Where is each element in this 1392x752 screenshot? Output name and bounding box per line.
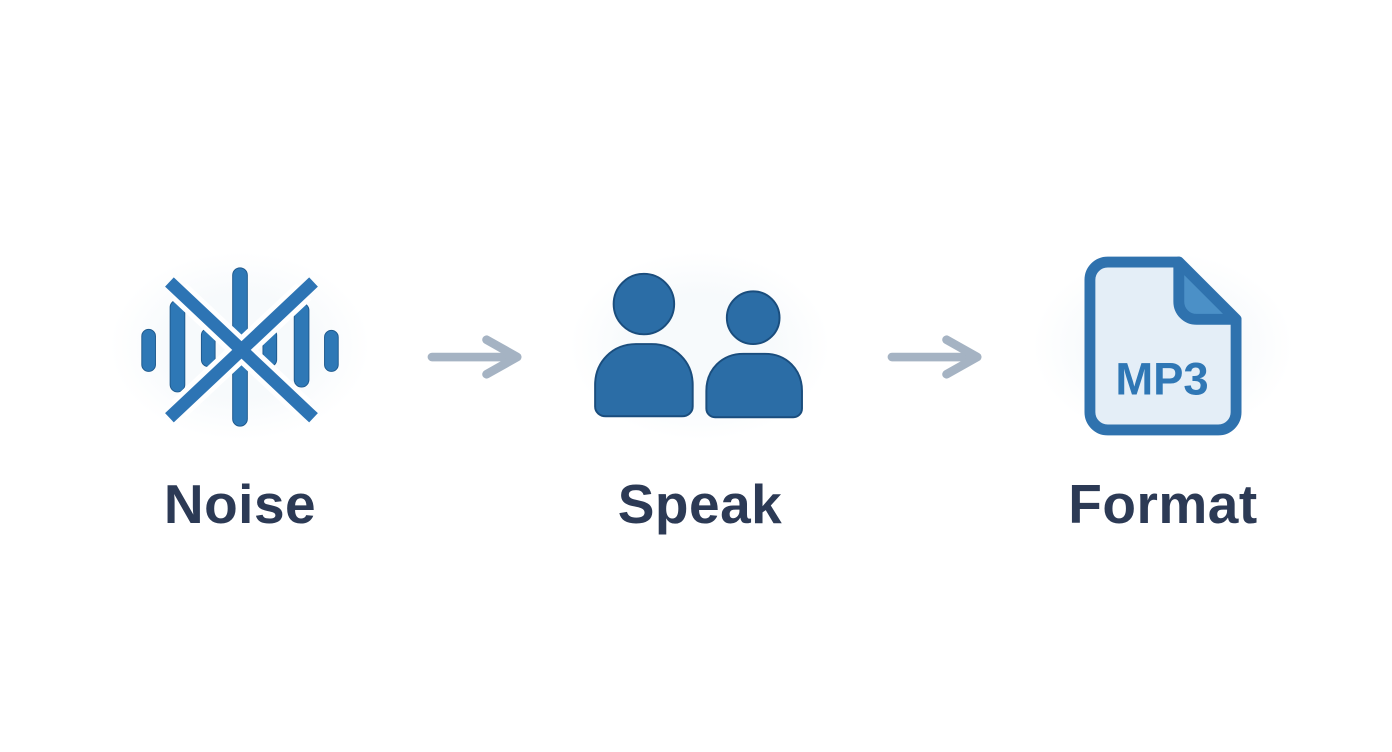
mute-cross-icon [164,276,318,422]
step-noise: Noise [90,252,390,534]
arrow-right-icon [886,334,986,380]
step-speak: Speak [550,252,850,534]
mp3-file-icon: MP3 [1033,252,1293,440]
step-label-speak: Speak [617,473,783,535]
arrow-right-icon [426,334,526,380]
people-shapes [593,272,803,418]
two-people-icon [570,252,830,440]
step-label-noise: Noise [163,473,317,535]
step-label-format: Format [1068,473,1258,535]
file-type-badge: MP3 [1115,353,1208,404]
step-format: MP3 Format [1013,252,1313,534]
noise-muted-waveform-icon [110,252,370,440]
file-shape [1084,256,1242,436]
